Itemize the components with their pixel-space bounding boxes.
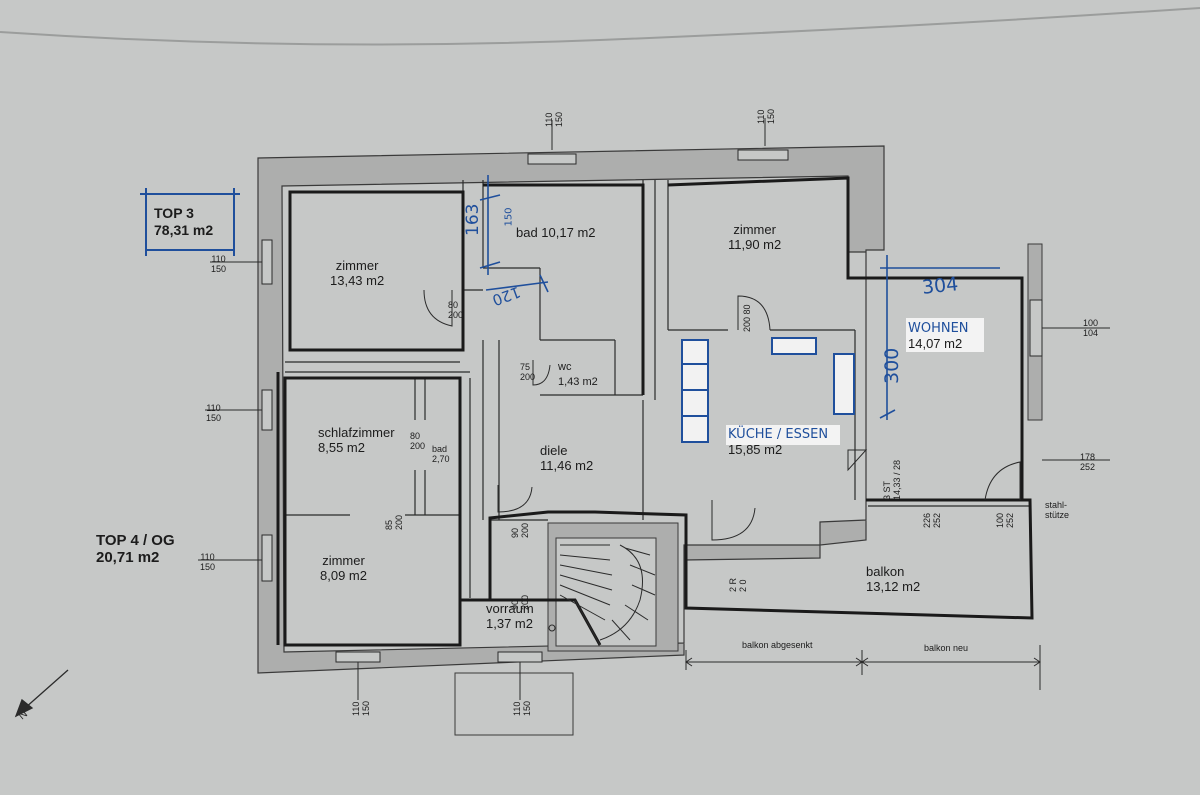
door-swings bbox=[423, 289, 1021, 541]
room-bad: bad 10,17 m2 bbox=[516, 225, 596, 240]
hand-dim-163: 163 bbox=[463, 203, 483, 236]
hand-dim-150: 150 bbox=[503, 207, 515, 227]
top3-label: TOP 3 78,31 m2 bbox=[154, 205, 213, 239]
top4-area: 20,71 m2 bbox=[96, 549, 160, 566]
top3-area: 78,31 m2 bbox=[154, 222, 214, 238]
top4-label: TOP 4 / OG 20,71 m2 bbox=[96, 532, 175, 566]
top3-outline bbox=[276, 176, 1034, 647]
door-dim-zimmer2: 200 80 bbox=[742, 304, 752, 332]
kitchen-cabinets bbox=[681, 337, 855, 443]
top3-marker bbox=[140, 188, 240, 256]
balkon-dimensions bbox=[685, 645, 1041, 690]
wohnen-highlight bbox=[906, 318, 984, 352]
balkon-abgesenkt-label: balkon abgesenkt bbox=[742, 640, 813, 650]
hand-dimension-lines bbox=[479, 175, 1000, 420]
paper-edge bbox=[0, 7, 1200, 46]
top4-name: TOP 4 / OG bbox=[96, 532, 175, 549]
hand-dim-304: 304 bbox=[920, 273, 960, 299]
staircase bbox=[548, 544, 656, 646]
kueche-highlight bbox=[726, 425, 840, 445]
hand-dim-300: 300 bbox=[881, 347, 903, 384]
north-arrow-icon: N bbox=[14, 669, 69, 722]
stahl-note: stahl- stütze bbox=[1045, 500, 1070, 520]
stair-note: 3 ST 14,33 / 28 bbox=[882, 459, 902, 500]
top3-name: TOP 3 bbox=[154, 205, 194, 221]
windows bbox=[261, 149, 1043, 663]
balkon-neu-label: balkon neu bbox=[924, 643, 969, 653]
dim-leaders bbox=[198, 118, 1110, 700]
bottom-annex bbox=[454, 672, 574, 736]
